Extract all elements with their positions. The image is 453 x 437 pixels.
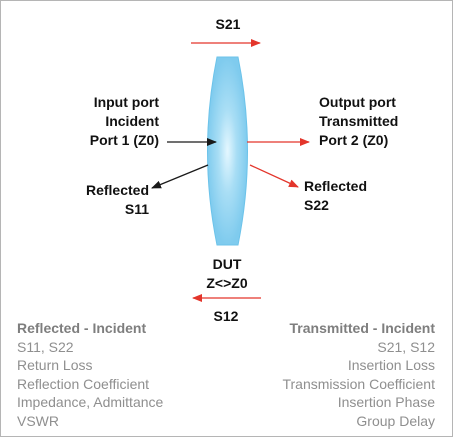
reflected-s11-arrow xyxy=(151,164,209,189)
reflected-summary-title: Reflected - Incident xyxy=(17,320,147,336)
input-port1-label: Port 1 (Z0) xyxy=(89,132,159,148)
transmitted-summary: Transmitted - Incident S21, S12 Insertio… xyxy=(282,319,435,430)
transmitted-summary-title: Transmitted - Incident xyxy=(289,320,435,336)
dut-impedance-label: Z<>Z0 xyxy=(206,275,248,291)
s12-label: S12 xyxy=(213,308,239,324)
transmitted-summary-item: Group Delay xyxy=(356,412,435,429)
transmitted-summary-item: Insertion Phase xyxy=(337,394,435,410)
reflected-s11-labels: Reflected S11 xyxy=(61,181,149,219)
output-port2-label: Port 2 (Z0) xyxy=(319,132,389,148)
reflected-summary-item: Return Loss xyxy=(17,357,93,373)
reflected-right-title: Reflected xyxy=(304,178,368,194)
input-port-title: Input port xyxy=(93,94,159,110)
dut-labels: DUT Z<>Z0 xyxy=(177,255,277,293)
s21-label: S21 xyxy=(215,16,241,32)
input-incident-label: Incident xyxy=(105,113,159,129)
output-transmitted-label: Transmitted xyxy=(319,113,399,129)
output-port-labels: Output port Transmitted Port 2 (Z0) xyxy=(319,93,449,150)
reflected-s22-labels: Reflected S22 xyxy=(304,177,404,215)
reflected-left-title: Reflected xyxy=(85,182,149,198)
s22-label: S22 xyxy=(304,197,329,213)
s11-label: S11 xyxy=(124,201,149,217)
reflected-summary-item: VSWR xyxy=(17,412,59,429)
reflected-summary-item: S11, S22 xyxy=(17,338,74,355)
reflected-summary: Reflected - Incident S11, S22 Return Los… xyxy=(17,319,163,430)
dut-lens-shape xyxy=(207,56,248,246)
transmitted-summary-item: Insertion Loss xyxy=(347,357,435,373)
input-port-labels: Input port Incident Port 1 (Z0) xyxy=(41,93,159,150)
transmitted-summary-item: S21, S12 xyxy=(377,338,435,355)
reflected-summary-item: Reflection Coefficient xyxy=(17,375,150,392)
output-port-title: Output port xyxy=(319,94,396,110)
reflected-s22-arrow xyxy=(249,164,299,188)
transmitted-summary-item: Transmission Coefficient xyxy=(282,375,435,392)
reflected-summary-item: Impedance, Admittance xyxy=(17,394,164,410)
dut-title: DUT xyxy=(212,256,242,272)
